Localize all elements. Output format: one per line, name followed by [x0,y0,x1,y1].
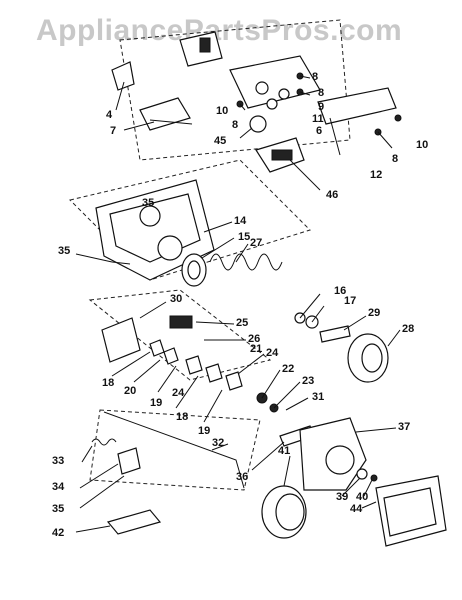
label-8c: 8 [232,119,238,131]
label-40: 40 [356,491,368,503]
part-9 [278,88,290,100]
label-15: 15 [238,231,250,243]
label-22: 22 [282,363,294,375]
label-44: 44 [350,503,363,515]
label-45: 45 [214,135,226,147]
top-control-assembly [111,19,402,191]
label-10a: 10 [216,105,228,117]
label-14: 14 [234,215,247,227]
label-35b: 35 [58,245,70,257]
label-9: 9 [318,101,324,113]
label-24b: 24 [172,387,185,399]
label-26: 26 [248,333,260,345]
label-46: 46 [326,189,338,201]
label-11: 11 [312,113,324,125]
part-20-blade [149,339,165,357]
label-35a: 35 [142,197,154,209]
part-46-grille [271,149,293,161]
label-8d: 8 [392,153,398,165]
label-32: 32 [212,437,224,449]
part-21-blade [225,371,243,391]
part-40-screw [370,474,378,482]
label-17: 17 [344,295,356,307]
part-12-bar [317,87,397,125]
part-number-labels: 4 7 8 8 9 10 11 6 8 45 8 10 12 46 14 35 … [52,71,428,539]
part-42-plate [106,509,162,535]
part-35-nut [139,205,161,227]
part-18-blade [205,363,223,383]
label-42: 42 [52,527,64,539]
label-6: 6 [316,125,322,137]
label-4: 4 [106,109,113,121]
part-4-bracket [111,61,135,91]
motor-coil [199,37,211,53]
label-33: 33 [52,455,64,467]
part-control-plate [229,55,321,109]
part-11 [266,98,278,110]
housing-outlet [157,235,183,261]
part-switch [255,81,269,95]
label-37: 37 [398,421,410,433]
label-21: 21 [250,343,262,355]
part-45-knob [249,115,267,133]
label-8a: 8 [312,71,318,83]
label-19b: 19 [198,425,210,437]
motor-bucket-assembly [75,409,447,547]
label-25: 25 [236,317,248,329]
label-20: 20 [124,385,136,397]
part-27-spring [209,253,283,271]
label-27: 27 [250,237,262,249]
part-7-lever [139,97,191,131]
part-19-blade [163,347,179,365]
motor-hub [325,445,355,475]
label-30: 30 [170,293,182,305]
part-39-clip [356,468,368,480]
part-33-spring [91,438,117,446]
label-7: 7 [110,125,116,137]
label-34: 34 [52,481,65,493]
label-35c: 35 [52,503,64,515]
auger-housing-assembly [69,159,311,287]
label-12: 12 [370,169,382,181]
part-29-bracket [319,325,351,343]
label-41: 41 [278,445,290,457]
part-25-gear [169,315,193,329]
label-31: 31 [312,391,324,403]
label-18b: 18 [176,411,188,423]
label-36: 36 [236,471,248,483]
part-30-disc [101,317,141,363]
label-23: 23 [302,375,314,387]
label-19a: 19 [150,397,162,409]
label-10b: 10 [416,139,428,151]
part-24-blade [185,355,203,375]
label-29: 29 [368,307,380,319]
label-39: 39 [336,491,348,503]
label-18a: 18 [102,377,114,389]
label-28: 28 [402,323,414,335]
auger-blade-assembly [88,289,401,423]
part-34-block [117,447,141,475]
part-32-rod [103,411,245,489]
label-8b: 8 [318,87,324,99]
label-24a: 24 [266,347,279,359]
label-16: 16 [334,285,346,297]
